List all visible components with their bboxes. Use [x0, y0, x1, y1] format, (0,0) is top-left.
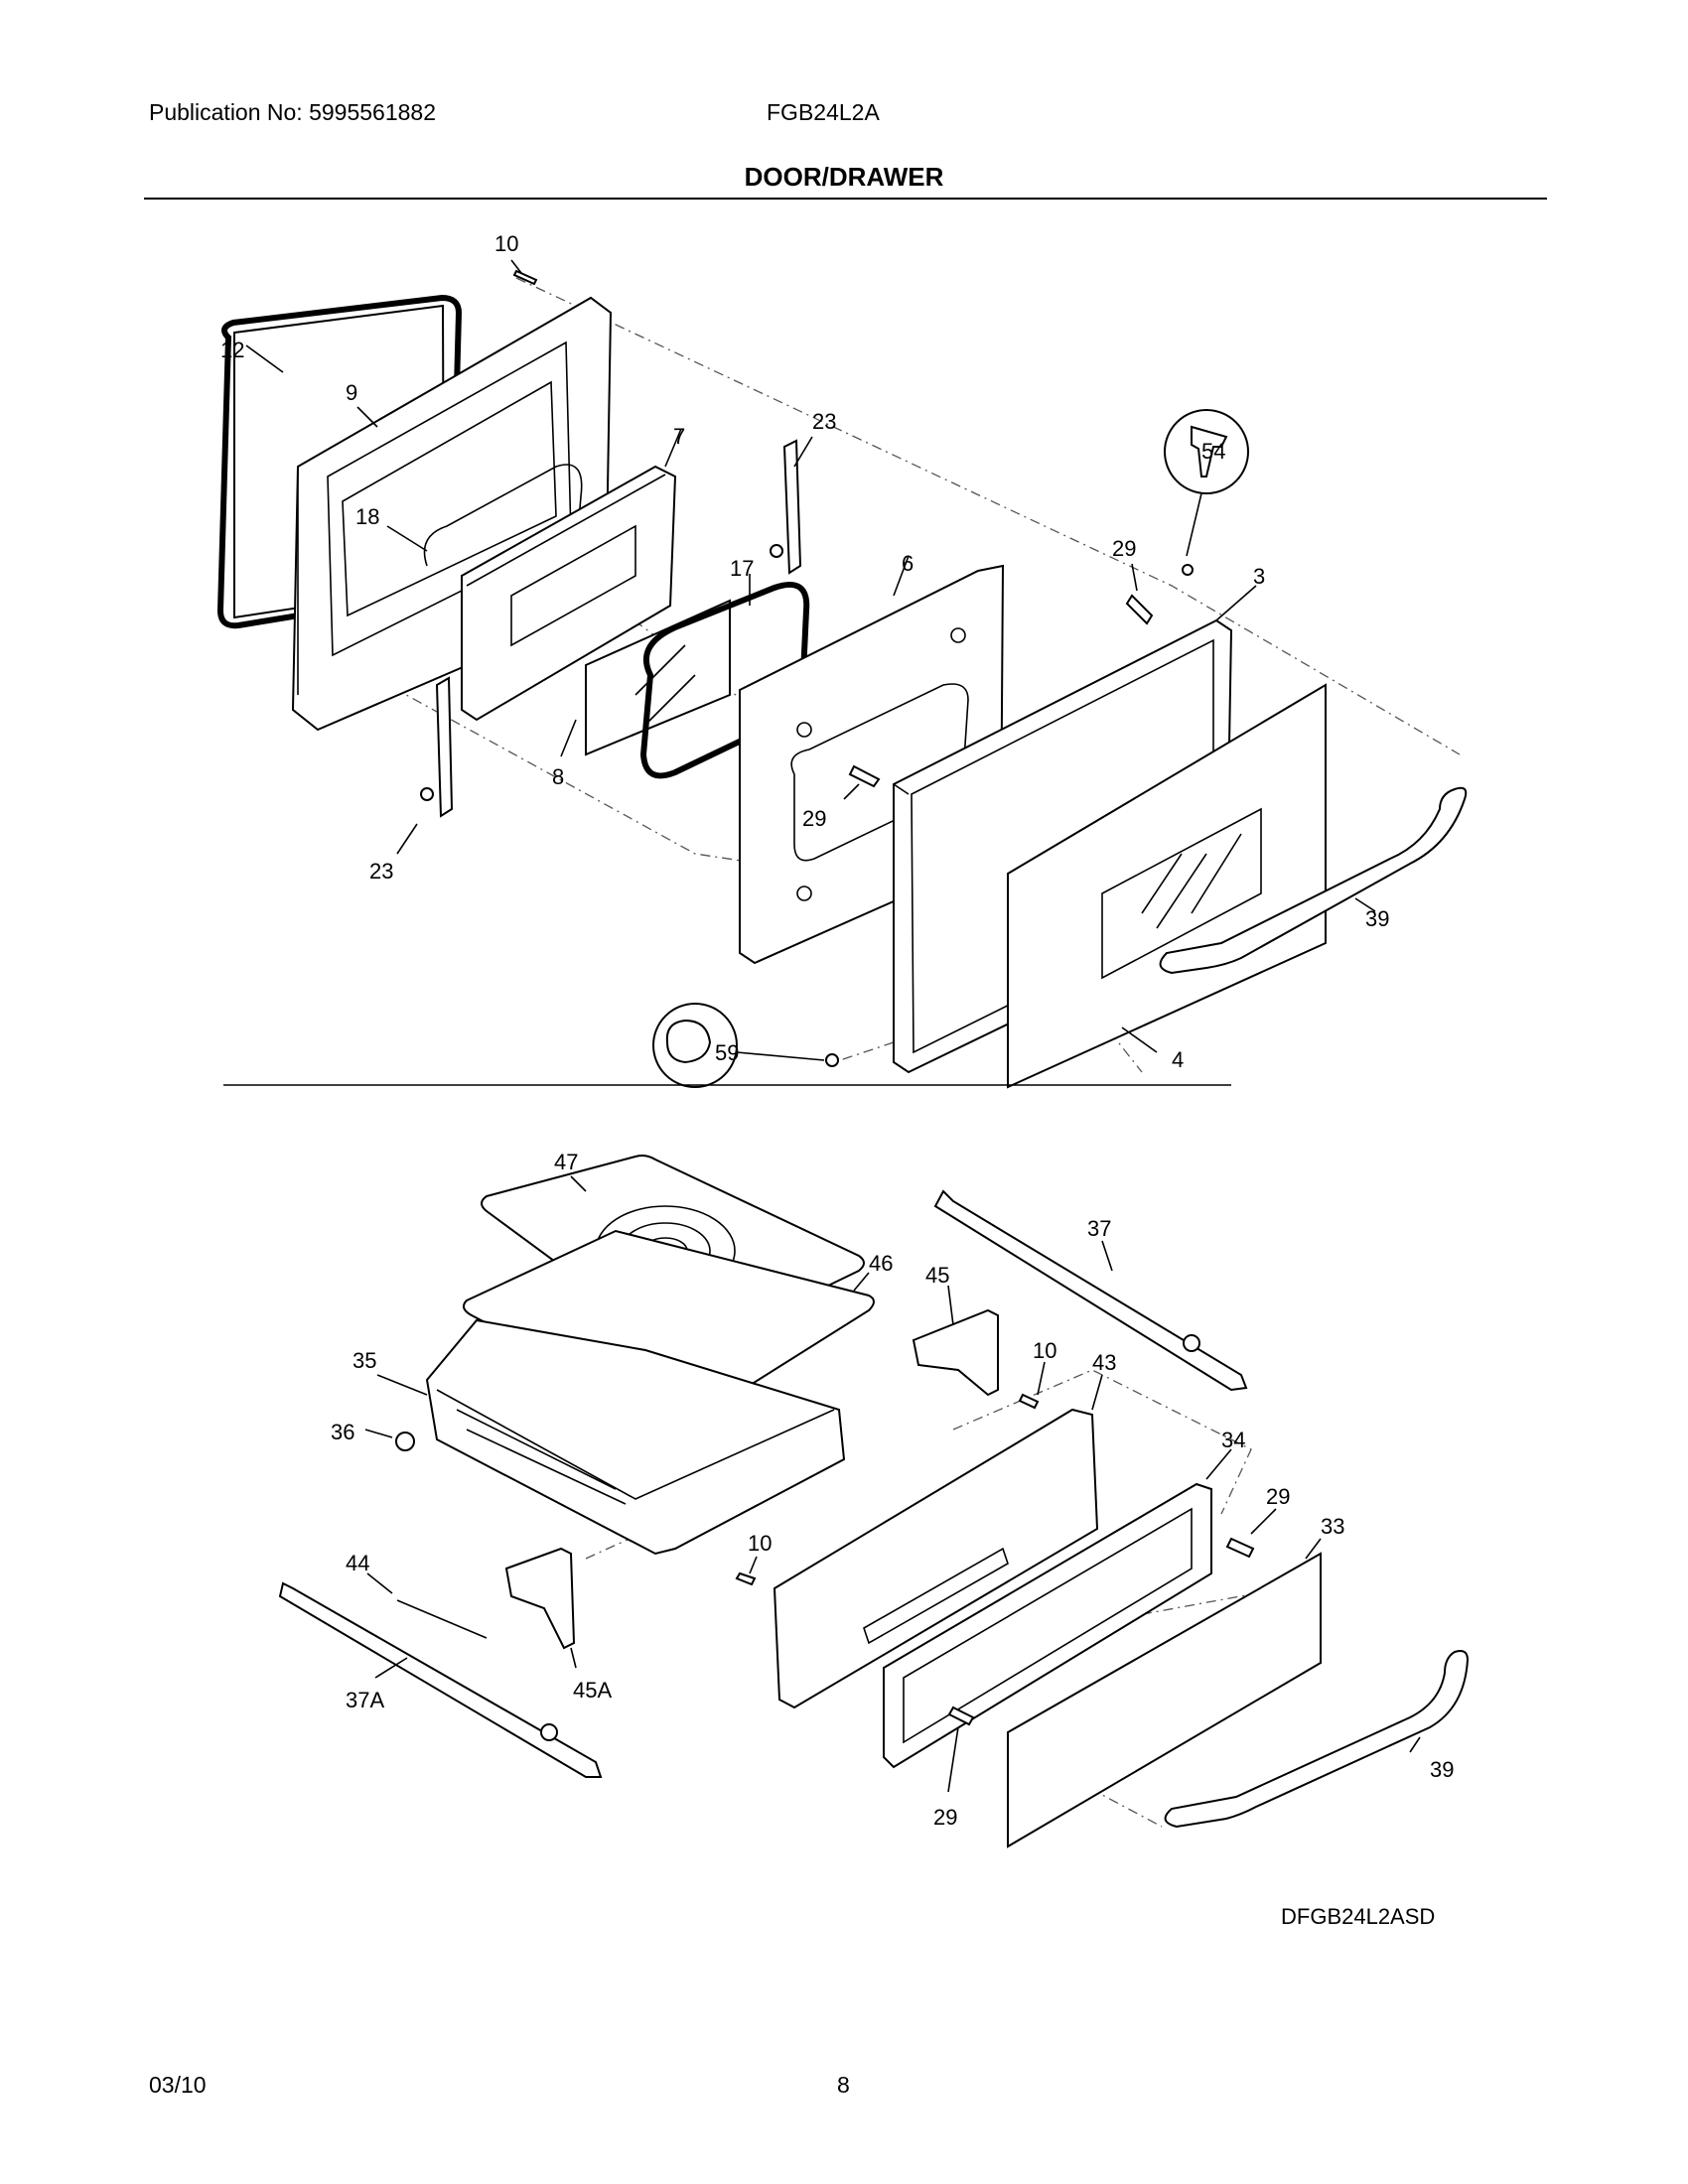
callout-39: 39 [1430, 1757, 1454, 1782]
callout-46: 46 [869, 1251, 893, 1276]
callout-29: 29 [802, 806, 826, 831]
inner-glass-frame [461, 465, 677, 722]
figure-id: DFGB24L2ASD [1281, 1904, 1436, 1929]
footer-date: 03/10 [149, 2072, 207, 2098]
callout-3: 3 [1253, 564, 1265, 589]
drawer-bracket-left [504, 1547, 576, 1650]
drawer-front-inner [773, 1408, 1099, 1709]
door-hinge-left [435, 676, 454, 818]
callout-10: 10 [748, 1531, 772, 1556]
drawer-spring [396, 1599, 488, 1639]
publication-number: Publication No: 5995561882 [149, 99, 437, 125]
drawer-slide-left [278, 1581, 603, 1778]
callout-44: 44 [346, 1551, 369, 1575]
drawer-bracket-right [912, 1308, 999, 1397]
callout-10: 10 [1033, 1338, 1056, 1363]
drawer-handle [1164, 1650, 1470, 1829]
callout-39: 39 [1365, 906, 1389, 931]
page-title: DOOR/DRAWER [744, 162, 944, 192]
callout-37A: 37A [346, 1688, 384, 1712]
door-handle [1159, 786, 1468, 975]
callout-29: 29 [1112, 536, 1136, 561]
callout-37: 37 [1087, 1216, 1111, 1241]
callout-8: 8 [552, 764, 564, 789]
callout-4: 4 [1172, 1047, 1184, 1072]
door-hinge-right [782, 439, 802, 575]
callout-labels: 10 12 9 7 23 54 29 3 18 17 6 8 29 39 23 … [220, 231, 1454, 1830]
callout-23: 23 [369, 859, 393, 884]
callout-47: 47 [554, 1150, 578, 1174]
callout-29: 29 [1266, 1484, 1290, 1509]
model-number: FGB24L2A [767, 99, 880, 125]
callout-6: 6 [902, 551, 914, 576]
outer-door-panel [1007, 683, 1327, 1089]
callout-9: 9 [346, 380, 357, 405]
callout-7: 7 [673, 424, 685, 449]
callout-12: 12 [220, 338, 244, 362]
drawer-body [425, 1318, 846, 1556]
callout-35: 35 [352, 1348, 376, 1373]
glass-gasket [639, 581, 810, 779]
callout-17: 17 [730, 556, 754, 581]
title-rule [144, 198, 1547, 200]
callout-34: 34 [1221, 1428, 1245, 1452]
callout-59: 59 [715, 1040, 739, 1065]
callout-18: 18 [355, 504, 379, 529]
callout-10: 10 [494, 231, 518, 256]
page-number: 8 [837, 2072, 850, 2098]
callout-54: 54 [1201, 439, 1225, 464]
drawer-slide-right [933, 1189, 1248, 1392]
leader-lines [245, 259, 1421, 1793]
callout-29: 29 [933, 1805, 957, 1830]
callout-45A: 45A [573, 1678, 612, 1703]
callout-45: 45 [925, 1263, 949, 1288]
drawer-panel [1007, 1552, 1322, 1848]
callout-36: 36 [331, 1420, 354, 1444]
callout-33: 33 [1321, 1514, 1344, 1539]
drawer-frame [883, 1482, 1212, 1769]
callout-23: 23 [812, 409, 836, 434]
callout-43: 43 [1092, 1350, 1116, 1375]
